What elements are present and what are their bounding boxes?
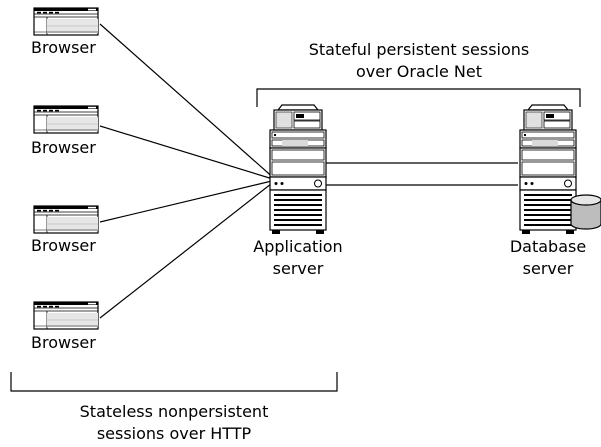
bottom-bracket [10,372,338,392]
browser-window-icon [33,105,99,134]
database-server-icon [519,104,577,235]
application-server-icon [269,104,327,235]
top-bracket [256,88,581,107]
browser-window-icon [33,301,99,330]
stateful-sessions-caption: Stateful persistent sessions over Oracle… [277,39,561,83]
oracle-net-links [325,162,518,186]
http-connectors [99,23,277,319]
stateless-sessions-caption: Stateless nonpersistent sessions over HT… [44,401,304,445]
database-server-label-line1: Database [509,237,587,256]
stateless-caption-line1: Stateless nonpersistent [79,402,269,421]
connector-browser-1 [99,23,277,181]
stateful-caption-line1: Stateful persistent sessions [308,40,530,59]
connector-browser-2 [99,125,277,181]
stateful-caption-line2: over Oracle Net [356,62,482,81]
database-cylinder-icon [570,194,601,230]
application-server-label-line1: Application [253,237,343,256]
browser-label: Browser [31,333,96,352]
browser-label: Browser [31,236,96,255]
connector-browser-3 [99,179,277,223]
stateless-caption-line2: sessions over HTTP [96,424,252,443]
application-server-label: Application server [238,236,358,280]
browser-label: Browser [31,138,96,157]
browser-window-icon [33,205,99,234]
database-server-label-line2: server [522,259,574,278]
browser-label: Browser [31,38,96,57]
connector-browser-4 [99,179,277,319]
application-server-label-line2: server [272,259,324,278]
browser-window-icon [33,7,99,36]
database-server-label: Database server [490,236,601,280]
